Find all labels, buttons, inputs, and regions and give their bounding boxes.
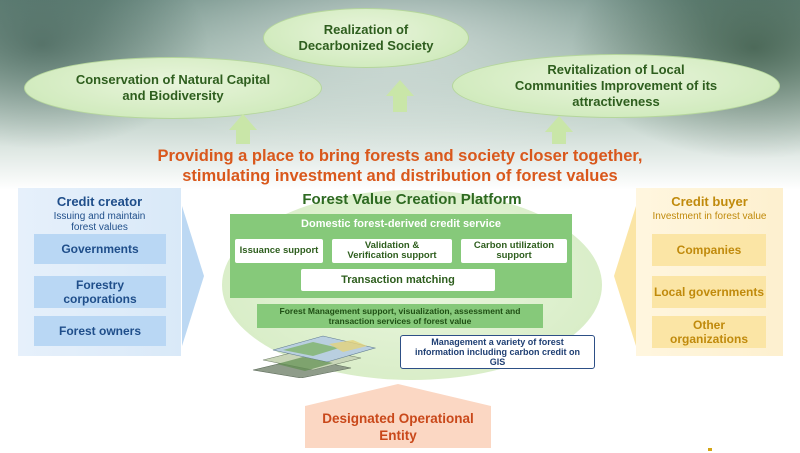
- credit-buyer-panel: Credit buyer Investment in forest value …: [636, 188, 783, 356]
- validation-verification-box: Validation & Verification support: [332, 239, 452, 263]
- headline-line-1: Providing a place to bring forests and s…: [157, 147, 643, 165]
- gis-info-label: Management a variety of forest informati…: [414, 337, 580, 367]
- credit-creator-subtitle: Issuing and maintain forest values: [53, 211, 146, 233]
- platform-title: Forest Value Creation Platform: [302, 191, 522, 208]
- goal-local-communities: Revitalization of Local Communities Impr…: [452, 54, 780, 118]
- forest-management-box: Forest Management support, visualization…: [257, 304, 543, 328]
- gis-map-layers-icon: [252, 335, 377, 378]
- goal-decarbonized-society: Realization of Decarbonized Society: [263, 8, 469, 68]
- credit-creator-panel: Credit creator Issuing and maintain fore…: [18, 188, 181, 356]
- goal-local-communities-label: Revitalization of Local Communities Impr…: [514, 62, 718, 109]
- doe-label: Designated Operational Entity: [322, 411, 474, 443]
- forest-management-label: Forest Management support, visualization…: [279, 306, 521, 326]
- credit-creator-title: Credit creator: [56, 194, 143, 209]
- arrow-to-local-communities-icon: [545, 116, 573, 132]
- buyer-to-platform-arrow-icon: [614, 206, 636, 346]
- creator-item-forestry-corporations: Forestry corporations: [34, 276, 166, 308]
- buyer-item-companies: Companies: [652, 234, 766, 266]
- buyer-item-local-governments: Local governments: [652, 276, 766, 308]
- arrow-to-natural-capital-icon: [229, 114, 257, 130]
- credit-buyer-subtitle: Investment in forest value: [652, 211, 767, 222]
- arrow-to-decarbonized-stem: [393, 96, 407, 112]
- creator-item-forest-owners: Forest owners: [34, 316, 166, 346]
- arrow-to-decarbonized-icon: [386, 80, 414, 96]
- arrow-to-local-communities-stem: [552, 132, 566, 144]
- footer-dot: [708, 448, 712, 451]
- headline-line-2: stimulating investment and distribution …: [182, 167, 618, 185]
- creator-to-platform-arrow-icon: [182, 206, 204, 346]
- creator-item-governments: Governments: [34, 234, 166, 264]
- credit-service-box: Domestic forest-derived credit service I…: [230, 214, 572, 298]
- doe-up-arrow-icon: [305, 384, 491, 406]
- goal-natural-capital-label: Conservation of Natural Capital and Biod…: [75, 72, 271, 103]
- carbon-utilization-box: Carbon utilization support: [461, 239, 567, 263]
- goal-decarbonized-label: Realization of Decarbonized Society: [298, 22, 434, 53]
- credit-buyer-title: Credit buyer: [671, 194, 748, 209]
- gis-info-box: Management a variety of forest informati…: [400, 335, 595, 369]
- designated-operational-entity-box: Designated Operational Entity: [305, 406, 491, 448]
- issuance-support-box: Issuance support: [235, 239, 323, 263]
- credit-service-title: Domestic forest-derived credit service: [301, 218, 501, 230]
- arrow-to-natural-capital-stem: [236, 130, 250, 144]
- transaction-matching-box: Transaction matching: [301, 269, 495, 291]
- buyer-item-other-organizations: Other organizations: [652, 316, 766, 348]
- headline: Providing a place to bring forests and s…: [0, 146, 800, 186]
- goal-natural-capital: Conservation of Natural Capital and Biod…: [24, 57, 322, 119]
